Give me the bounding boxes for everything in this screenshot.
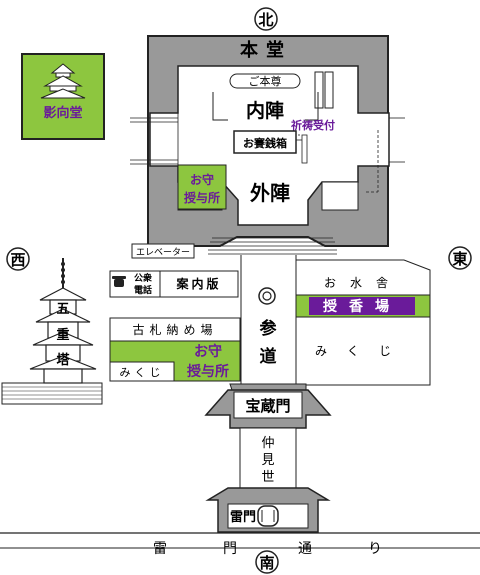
omamori-lower-line1: お守	[194, 343, 222, 360]
mikuji-right-label: みくじ	[315, 344, 411, 358]
pagoda-label-2: 重	[56, 327, 69, 343]
compass-west-label: 西	[10, 251, 25, 269]
jokoba-label: 授香場	[323, 298, 401, 315]
nakamise-label-1: 仲	[261, 436, 274, 451]
naijin-frame	[212, 71, 334, 121]
pagoda-label-3: 塔	[56, 352, 70, 368]
compass-east: 東	[448, 246, 472, 270]
compass-south-label: 南	[259, 554, 274, 572]
left-block: 公衆 電話 案内版 古札納め場 みくじ お守 授与所	[109, 270, 241, 382]
honzon-label: ご本尊	[249, 74, 282, 88]
hondo-label: 本堂	[240, 39, 292, 61]
nakamise-street: 仲 見 世	[239, 427, 297, 489]
sando: 参 道	[240, 255, 297, 395]
kaminarimon-street: 雷 門 通 り	[0, 532, 480, 557]
saisen-box[interactable]	[233, 130, 297, 154]
mikuji-left-label: みくじ	[120, 366, 165, 379]
hozomon-label: 宝蔵門	[245, 397, 290, 415]
omamori-upper-line2: 授与所	[184, 190, 220, 205]
kaminarimon-gate[interactable]: 雷門	[205, 487, 331, 533]
gejin-label: 外陣	[250, 181, 290, 205]
annai-label: 案内版	[175, 276, 221, 291]
sando-label-2: 道	[260, 346, 277, 367]
phone-label-2: 電話	[134, 284, 152, 296]
saisen-steps	[296, 134, 308, 164]
compass-south: 南	[255, 550, 279, 574]
street-label-2: 門	[223, 541, 237, 557]
kaminarimon-label-1: 雷門	[230, 509, 256, 525]
compass-north-label: 北	[258, 11, 273, 29]
omizuya-label: お水舎	[324, 276, 402, 290]
saisen-label: お賽銭箱	[243, 136, 287, 150]
sando-label-1: 参	[260, 318, 277, 339]
stairs-right	[366, 117, 405, 193]
street-label-1: 雷	[153, 541, 167, 557]
street-label-3: 通	[298, 541, 312, 557]
yogodo-label: 影向堂	[43, 105, 82, 121]
omamori-lower-line2: 授与所	[187, 363, 229, 380]
compass-north: 北	[254, 7, 278, 31]
right-block: お水舎 授香場 みくじ	[295, 259, 431, 386]
compass-east-label: 東	[452, 250, 467, 268]
phone-label-1: 公衆	[134, 272, 152, 284]
stairs-left	[130, 113, 179, 166]
pagoda[interactable]: 五 重 塔	[1, 258, 103, 405]
nakamise-label-3: 世	[261, 470, 274, 485]
street-label-4: り	[368, 541, 382, 557]
naijin-label: 内陣	[246, 99, 284, 122]
omamori-upper-line1: お守	[190, 172, 214, 187]
omamori-upper[interactable]: お守 授与所	[177, 164, 227, 210]
lantern-icon	[257, 505, 279, 527]
elevator-label: エレベーター	[136, 247, 190, 258]
yogodo-building[interactable]: 影向堂	[21, 53, 105, 140]
hondo-front-steps	[208, 237, 337, 255]
compass-west: 西	[6, 247, 30, 271]
phone-icon	[112, 276, 126, 287]
furufuda-label: 古札納め場	[132, 322, 217, 337]
hondo-building[interactable]: ご本尊 本堂 内陣 祈祷受付 お賽銭箱 外陣	[130, 35, 405, 255]
incense-burner-icon	[258, 287, 276, 305]
hozomon-gate[interactable]: 宝蔵門	[204, 383, 332, 429]
nakamise-label-2: 見	[261, 453, 274, 468]
pagoda-label-1: 五	[56, 302, 69, 317]
kito-label: 祈祷受付	[291, 118, 335, 132]
elevator[interactable]: エレベーター	[131, 243, 195, 259]
temple-icon	[40, 63, 86, 99]
